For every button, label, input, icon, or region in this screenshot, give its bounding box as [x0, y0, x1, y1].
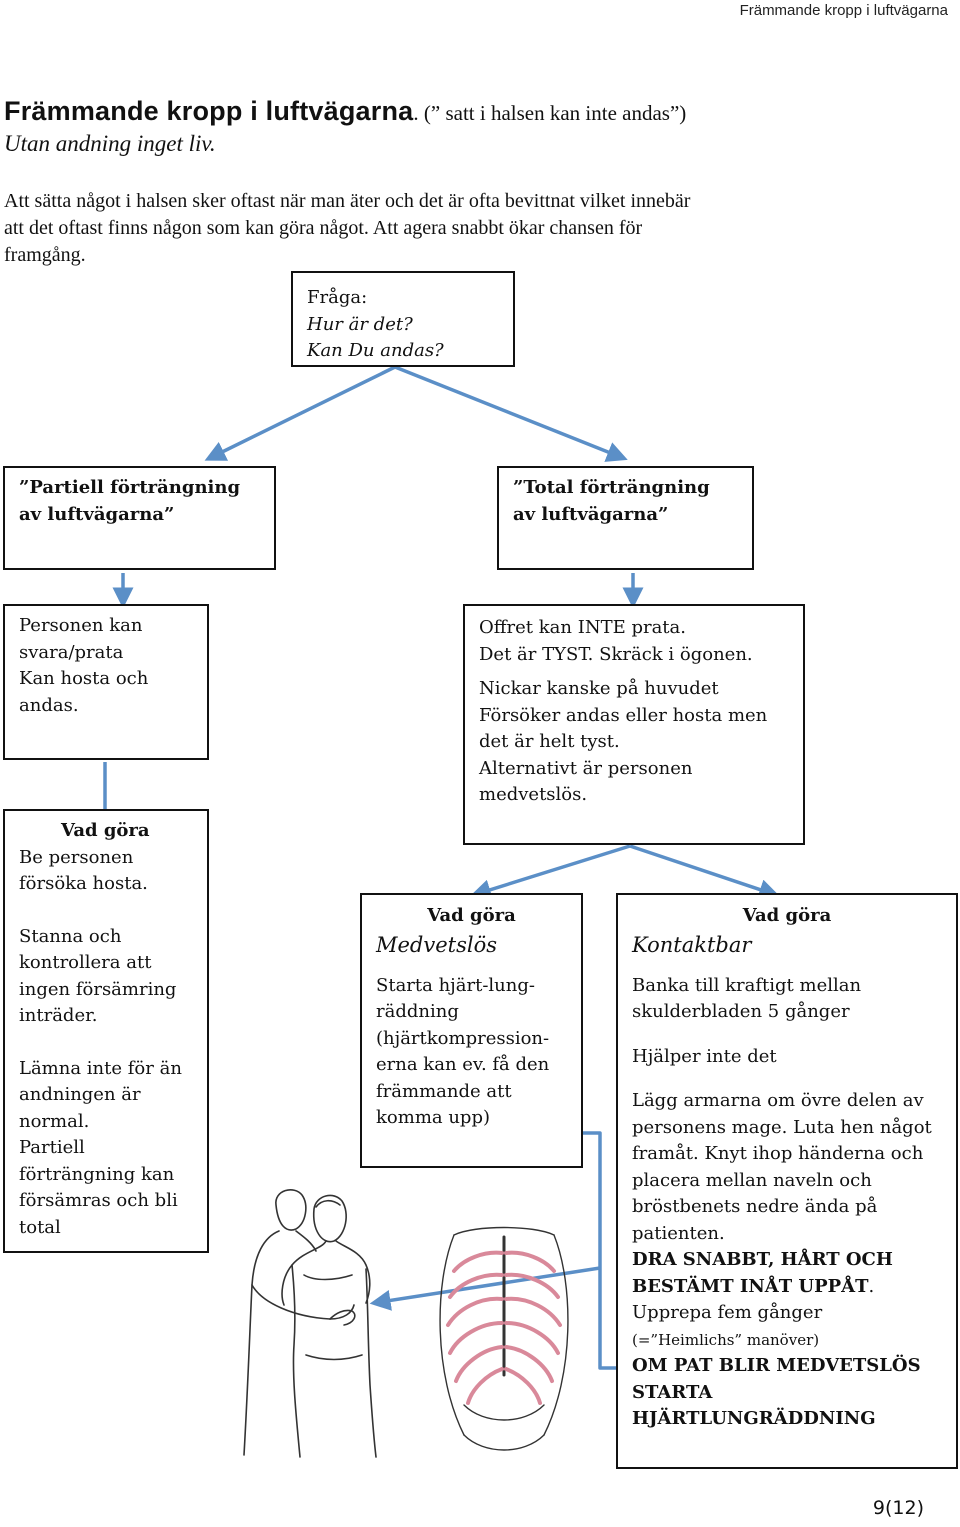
conscious-text-2: Hjälper inte det	[632, 1045, 777, 1067]
unconscious-text: Starta hjärt-lung- räddning (hjärtkompre…	[376, 974, 550, 1129]
page-number: 9(12)	[872, 1497, 924, 1519]
partial-signs-box: Personen kan svara/prata Kan hosta och a…	[3, 604, 209, 760]
intro-paragraph: Att sätta något i halsen sker oftast när…	[4, 190, 691, 266]
arrow-total-to-unconscious	[469, 844, 631, 900]
conscious-text-3: Lägg armarna om övre delen av personens …	[632, 1090, 932, 1244]
total-obstruction-title: ”Total förträngning av luftvägarna”	[513, 477, 710, 525]
title-main: Främmande kropp i luftvägarna	[4, 96, 414, 126]
partial-signs-text: Personen kan svara/prata Kan hosta och a…	[19, 615, 149, 716]
conscious-text-4-wrap: DRA SNABBT, HÅRT OCH BESTÄMT INÅT UPPÅT.	[632, 1247, 956, 1300]
conscious-text-1: Banka till kraftigt mellan skulderbladen…	[632, 974, 862, 1023]
total-obstruction-box: ”Total förträngning av luftvägarna”	[497, 466, 754, 570]
arrow-unconscious-loop	[582, 1131, 616, 1370]
question-label: Fråga:	[307, 287, 368, 308]
page-subtitle: Utan andning inget liv.	[4, 131, 216, 156]
conscious-box: Vad göra Kontaktbar Banka till kraftigt …	[616, 893, 958, 1469]
running-header: Främmande kropp i luftvägarna	[739, 2, 948, 19]
heimlich-illustration	[243, 1189, 569, 1458]
title-paren: . (” satt i halsen kan inte andas”)	[413, 101, 687, 125]
partial-obstruction-title: ”Partiell förträngning av luftvägarna”	[19, 477, 241, 525]
total-signs-2: Nickar kanske på huvudet Försöker andas …	[479, 678, 768, 805]
unconscious-state: Medvetslös	[376, 932, 498, 957]
question-line-1: Hur är det?	[307, 313, 413, 335]
conscious-text-5: Upprepa fem gånger	[632, 1302, 823, 1323]
conscious-text-7: OM PAT BLIR MEDVETSLÖS STARTA HJÄRTLUNGR…	[632, 1355, 921, 1429]
conscious-text-4: DRA SNABBT, HÅRT OCH BESTÄMT INÅT UPPÅT	[632, 1249, 893, 1297]
conscious-state: Kontaktbar	[632, 932, 752, 957]
conscious-heading: Vad göra	[742, 905, 832, 926]
arrow-question-to-partial	[204, 365, 396, 461]
total-signs-box: Offret kan INTE prata. Det är TYST. Skrä…	[463, 604, 805, 845]
partial-obstruction-box: ”Partiell förträngning av luftvägarna”	[3, 466, 276, 570]
partial-todo-1: Be personen försöka hosta.	[19, 846, 148, 895]
total-signs-1: Offret kan INTE prata. Det är TYST. Skrä…	[479, 617, 753, 665]
arrow-total-to-conscious	[629, 844, 780, 900]
unconscious-box: Vad göra Medvetslös Starta hjärt-lung- r…	[360, 893, 583, 1168]
conscious-text-6: (=”Heimlichs” manöver)	[632, 1330, 820, 1349]
unconscious-heading: Vad göra	[427, 905, 516, 926]
partial-todo-3: Lämna inte för än andningen är normal. P…	[19, 1057, 182, 1238]
conscious-text-4-end: .	[868, 1275, 875, 1297]
arrow-to-figure	[369, 1266, 601, 1311]
arrow-question-to-total	[394, 365, 628, 462]
partial-todo-2: Stanna och kontrollera att ingen försämr…	[19, 925, 177, 1027]
question-line-2: Kan Du andas?	[307, 340, 444, 361]
question-box: Fråga: Hur är det? Kan Du andas?	[291, 271, 515, 367]
page-title: Främmande kropp i luftvägarna. (” satt i…	[4, 96, 686, 127]
partial-todo-heading: Vad göra	[61, 820, 150, 841]
partial-todo-box: Vad göra Be personen försöka hosta. Stan…	[3, 809, 209, 1253]
